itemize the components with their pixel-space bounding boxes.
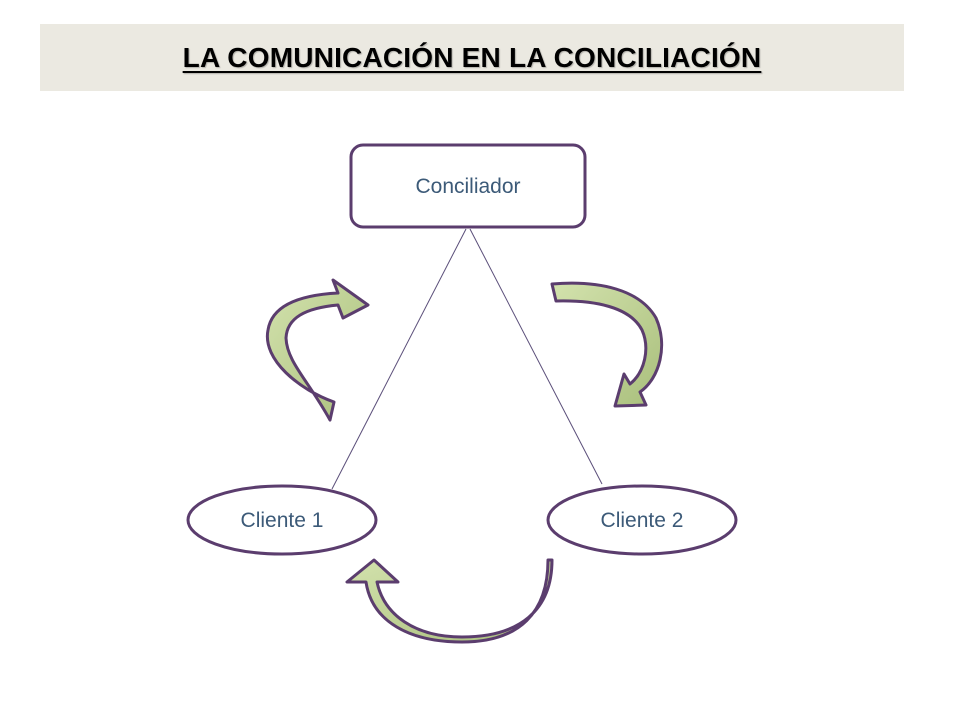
arrow-cliente2-to-cliente1 bbox=[345, 558, 554, 644]
arrow-conciliador-to-cliente2 bbox=[550, 281, 664, 408]
node-conciliador: Conciliador bbox=[349, 143, 587, 229]
node-cliente-1-label: Cliente 1 bbox=[241, 509, 324, 532]
title-banner: LA COMUNICACIÓN EN LA CONCILIACIÓN bbox=[40, 24, 904, 91]
node-conciliador-label: Conciliador bbox=[415, 175, 520, 198]
connector-line-left bbox=[331, 228, 467, 490]
node-cliente-1: Cliente 1 bbox=[186, 484, 378, 556]
connector-line-right bbox=[469, 228, 603, 485]
node-cliente-2: Cliente 2 bbox=[546, 484, 738, 556]
node-cliente-2-label: Cliente 2 bbox=[601, 509, 684, 532]
slide-title: LA COMUNICACIÓN EN LA CONCILIACIÓN bbox=[182, 41, 762, 73]
arrow-cliente1-to-conciliador bbox=[265, 278, 370, 422]
